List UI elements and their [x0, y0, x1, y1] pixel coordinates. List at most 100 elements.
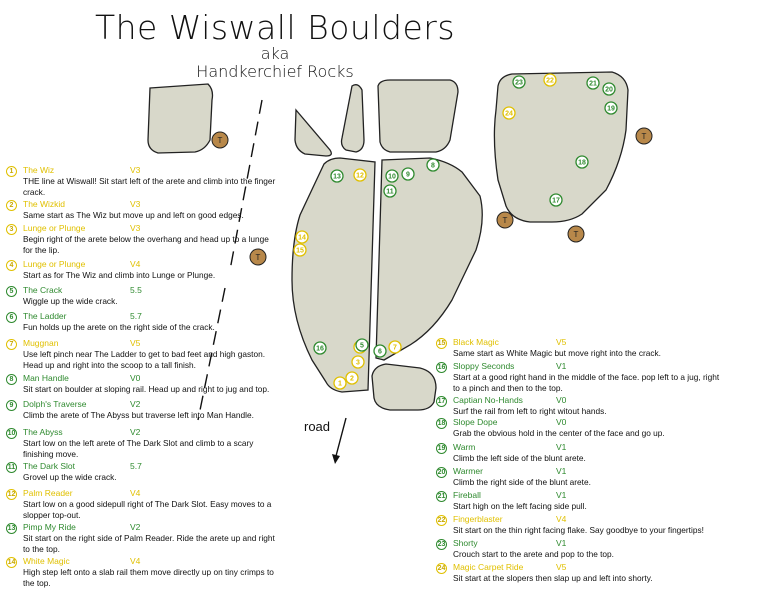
aka-label: aka [260, 44, 290, 63]
problem-number-badge: 9 [6, 400, 17, 411]
trail-line-1 [229, 99, 263, 271]
problem-description: Start at a good right hand in the middle… [453, 372, 720, 393]
problem-number-badge: 13 [6, 523, 17, 534]
problem-name: The Ladder [23, 311, 67, 321]
problem-description: Sit start on the thin right facing flake… [453, 525, 704, 535]
problem-description: Start high on the left facing side pull. [453, 501, 587, 511]
svg-text:3: 3 [356, 360, 360, 367]
map-marker-10: 10 [385, 169, 399, 183]
road-arrow-head [332, 454, 340, 464]
road-arrow [335, 417, 347, 457]
problem-name: Fingerblaster [453, 514, 503, 524]
boulder-small-2 [340, 84, 365, 153]
topo-marker: T [211, 131, 229, 149]
svg-text:T: T [642, 132, 647, 141]
problem-name: Sloppy Seconds [453, 361, 515, 371]
map-marker-7: 7 [388, 340, 402, 354]
problem-number-badge: 12 [6, 489, 17, 500]
problem-grade: 5.7 [130, 461, 142, 471]
problem-description: Same start as White Magic but move right… [453, 348, 661, 358]
problem-number-badge: 21 [436, 491, 447, 502]
problem-description: Use left pinch near The Ladder to get to… [23, 349, 266, 370]
topo-marker: T [635, 127, 653, 145]
problem-grade: V4 [130, 488, 141, 498]
problem-grade: V2 [130, 399, 141, 409]
problem-grade: V3 [130, 165, 141, 175]
problem-number-badge: 16 [436, 362, 447, 373]
problem-name: The Dark Slot [23, 461, 75, 471]
svg-text:18: 18 [578, 160, 586, 167]
svg-text:9: 9 [406, 172, 410, 179]
map-marker-14: 14 [295, 230, 309, 244]
map-marker-23: 23 [512, 75, 526, 89]
problem-grade: V0 [556, 417, 567, 427]
problem-grade: V1 [556, 442, 567, 452]
problem-number-badge: 7 [6, 339, 17, 350]
map-marker-15: 15 [293, 243, 307, 257]
problem-name: Captian No-Hands [453, 395, 523, 405]
problem-grade: V0 [556, 395, 567, 405]
problem-description: Begin right of the arete below the overh… [23, 234, 269, 255]
svg-text:22: 22 [546, 78, 554, 85]
svg-text:24: 24 [505, 111, 513, 118]
svg-text:19: 19 [607, 106, 615, 113]
map-marker-3: 3 [351, 355, 365, 369]
problem-number-badge: 17 [436, 396, 447, 407]
svg-text:8: 8 [431, 163, 435, 170]
map-marker-9: 9 [401, 167, 415, 181]
problem-name: Black Magic [453, 337, 499, 347]
svg-text:14: 14 [298, 235, 306, 242]
problem-number-badge: 15 [436, 338, 447, 349]
problem-number-badge: 14 [6, 557, 17, 568]
map-marker-6: 6 [373, 344, 387, 358]
svg-text:7: 7 [393, 345, 397, 352]
problem-grade: V2 [130, 427, 141, 437]
svg-text:12: 12 [356, 173, 364, 180]
problem-name: The Abyss [23, 427, 63, 437]
topo-marker: T [567, 225, 585, 243]
problem-description: Fun holds up the arete on the right side… [23, 322, 215, 332]
problem-number-badge: 18 [436, 418, 447, 429]
map-marker-1: 1 [333, 376, 347, 390]
map-marker-11: 11 [383, 184, 397, 198]
svg-text:11: 11 [386, 189, 394, 196]
boulder-right [493, 71, 629, 223]
map-marker-2: 2 [345, 371, 359, 385]
problem-name: Warmer [453, 466, 483, 476]
problem-name: The Wiz [23, 165, 55, 175]
svg-text:T: T [218, 136, 223, 145]
map-subtitle: Handkerchief Rocks [196, 62, 354, 81]
map-marker-18: 18 [575, 155, 589, 169]
problem-name: Muggnan [23, 338, 59, 348]
problem-description: Climb the arete of The Abyss but travers… [23, 410, 254, 420]
problem-name: The Wizkid [23, 199, 66, 209]
problem-number-badge: 23 [436, 539, 447, 550]
problem-grade: V5 [130, 338, 141, 348]
problem-description: High step left onto a slab rail them mov… [23, 567, 274, 588]
problem-description: Same start as The Wiz but move up and le… [23, 210, 244, 220]
svg-text:2: 2 [350, 376, 354, 383]
problem-grade: V5 [556, 337, 567, 347]
problem-number-badge: 19 [436, 443, 447, 454]
problem-name: Shorty [453, 538, 478, 548]
problem-number-badge: 6 [6, 312, 17, 323]
problem-description: Sit start at the slopers then slap up an… [453, 573, 653, 583]
problem-description: Start as for The Wiz and climb into Lung… [23, 270, 216, 280]
svg-text:21: 21 [589, 81, 597, 88]
boulder-small-1 [294, 108, 332, 157]
problem-grade: V3 [130, 199, 141, 209]
svg-text:T: T [503, 216, 508, 225]
svg-text:16: 16 [316, 346, 324, 353]
problem-number-badge: 8 [6, 374, 17, 385]
problem-grade: V5 [556, 562, 567, 572]
svg-text:15: 15 [296, 248, 304, 255]
problem-name: Slope Dope [453, 417, 498, 427]
problem-name: Man Handle [23, 373, 69, 383]
problem-description: Start low on the left arete of The Dark … [23, 438, 254, 459]
problem-number-badge: 3 [6, 224, 17, 235]
map-marker-13: 13 [330, 169, 344, 183]
map-marker-5: 5 [355, 338, 369, 352]
problem-grade: V1 [556, 490, 567, 500]
map-marker-24: 24 [502, 106, 516, 120]
problem-name: Fireball [453, 490, 481, 500]
